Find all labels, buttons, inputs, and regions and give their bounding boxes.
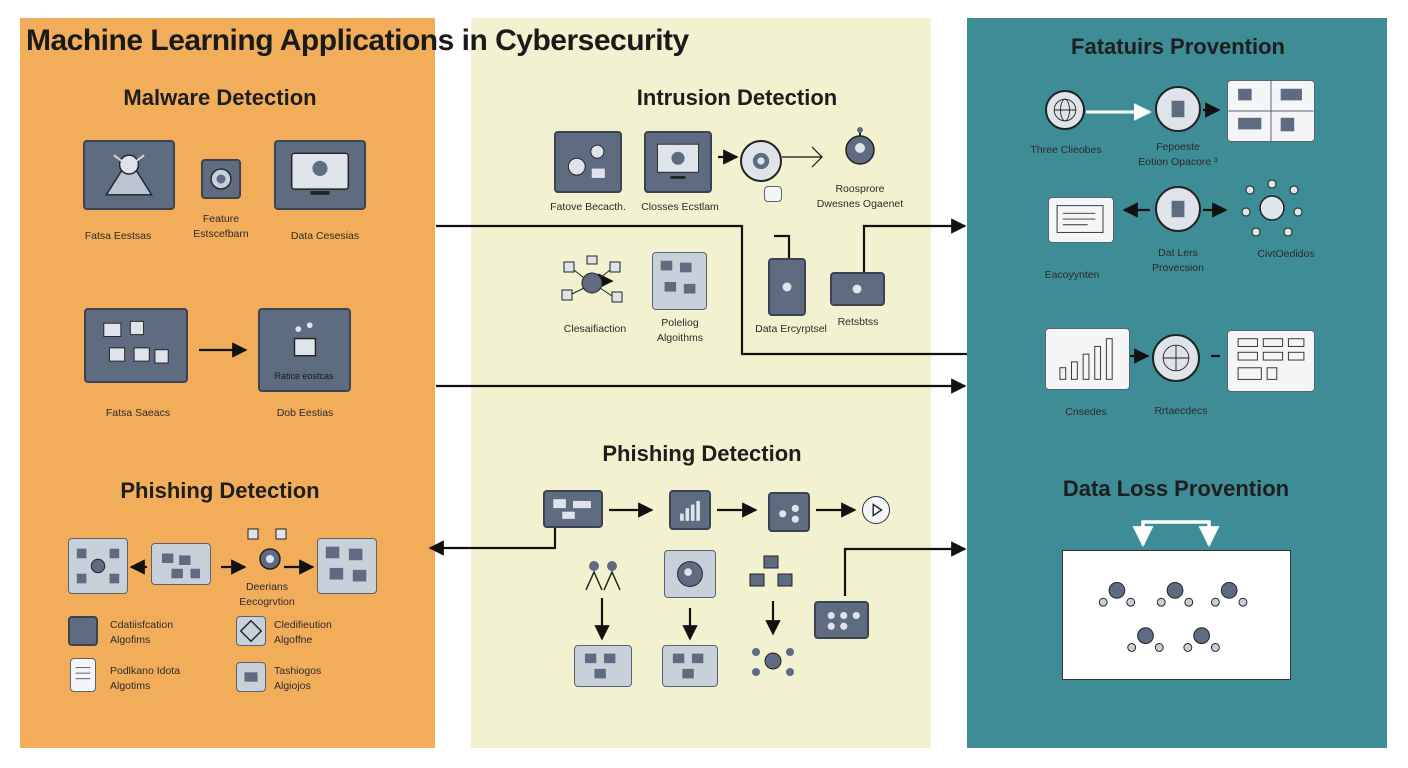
malware-label-2: Feature Estscefbarn <box>193 213 249 241</box>
phishing-chart-icon <box>669 490 711 530</box>
cloud-nodes-icon <box>1240 178 1304 238</box>
phishing-input-icon <box>543 490 603 528</box>
malware-label-3: Data Cesesias <box>290 230 360 242</box>
phishing-globe-icon <box>664 550 716 598</box>
intrusion-label-1: Fatove Becacth. <box>550 201 626 213</box>
fraud-label-7: Rrtaecdecs <box>1154 405 1208 417</box>
phishing-cluster-icon <box>746 552 798 600</box>
intrusion-label-4: Clesaifiaction <box>563 323 627 335</box>
fraud-prevention-heading: Fatatuirs Provention <box>1071 34 1285 59</box>
document-icon <box>70 658 96 692</box>
intrusion-label-3: Roosprore Dwesnes Ogaenet <box>816 183 904 211</box>
intrusion-monitor-icon <box>644 131 712 193</box>
intrusion-hub-icon <box>740 140 782 182</box>
page-title: Machine Learning Applications in Cyberse… <box>26 24 689 57</box>
results-table-icon <box>1227 330 1315 392</box>
malware-label-5: Dob Eestias <box>276 407 334 419</box>
dlp-network-diagram <box>1062 550 1291 680</box>
data-loss-icon <box>1155 186 1201 232</box>
robot-agent-icon <box>838 126 882 176</box>
phishing-network-icon <box>68 538 128 594</box>
fraud-label-1: Three Clieobes <box>1030 144 1102 156</box>
polling-algorithms-icon <box>652 252 707 310</box>
phishing-output-icon <box>317 538 377 594</box>
fraud-dashboard-icon <box>1227 80 1315 142</box>
phishing-people-icon <box>580 556 626 596</box>
malware-label-4: Fatsa Saeacs <box>105 407 171 419</box>
malware-node-icon <box>83 140 175 210</box>
phishing-output-1-icon <box>574 645 632 687</box>
results-icon <box>830 272 885 306</box>
intrusion-label-6: Data Ercyrptsel <box>755 323 827 335</box>
phishing-detection-heading-mid: Phishing Detection <box>602 441 802 466</box>
recognition-gear-icon <box>244 525 292 573</box>
detection-wheel-icon <box>1152 334 1200 382</box>
phishing-model-icon <box>768 492 810 532</box>
classifier-box-label: Ratice eostcas <box>274 371 334 381</box>
algorithm-label-4: Tashiogos Algiojos <box>274 665 322 693</box>
classifier-box-icon <box>258 308 351 392</box>
phishing-output-3-icon <box>748 640 798 682</box>
malware-label-1: Fatsa Eestsas <box>84 230 152 242</box>
encryption-laptop-icon <box>1048 197 1114 243</box>
data-monitor-icon <box>274 140 366 210</box>
algorithm-icon-1 <box>68 616 98 646</box>
classification-network-icon <box>552 254 632 312</box>
fraud-label-5: CivtOedidos <box>1257 248 1315 260</box>
algorithm-icon-2 <box>236 616 266 646</box>
intrusion-label-5: Poleliog Algoithms <box>656 317 704 345</box>
intrusion-detection-heading: Intrusion Detection <box>636 85 838 110</box>
phishing-grid-icon <box>814 601 869 639</box>
phishing-data-icon <box>151 543 211 585</box>
feature-extraction-icon <box>201 159 241 199</box>
algorithm-icon-4 <box>236 662 266 692</box>
data-encryption-icon <box>768 258 806 316</box>
play-icon <box>862 496 890 524</box>
algorithm-label-2: Cledifieution Algoffne <box>274 619 332 647</box>
recognition-label: Deerians Eecogrvtion <box>239 581 295 609</box>
algorithm-label-3: Podlkano Idota Algotims <box>110 665 181 693</box>
intrusion-label-7: Retsbtss <box>837 316 879 328</box>
algorithm-label-1: Cdatiisfcation Algofims <box>110 619 174 647</box>
phishing-detection-heading-left: Phishing Detection <box>120 478 320 503</box>
bar-chart-icon <box>1045 328 1130 390</box>
data-loss-prevention-heading: Data Loss Provention <box>1062 476 1290 501</box>
malware-detection-heading: Malware Detection <box>123 85 317 110</box>
process-grid-icon <box>84 308 188 383</box>
fraud-label-4: Eacoyynten <box>1044 269 1100 281</box>
intrusion-gears-icon <box>554 131 622 193</box>
globe-icon <box>1045 90 1085 130</box>
small-doc-icon <box>764 186 782 202</box>
fraud-label-3: Dat Lers Provecsion <box>1152 247 1204 275</box>
fraud-label-2: Fepoeste Eotion Opacore ³ <box>1138 141 1218 169</box>
fraud-label-6: Cnsedes <box>1065 406 1107 418</box>
intrusion-label-2: Closses Ecstlam <box>641 201 719 213</box>
phishing-output-2-icon <box>662 645 718 687</box>
fraud-person-icon <box>1155 86 1201 132</box>
